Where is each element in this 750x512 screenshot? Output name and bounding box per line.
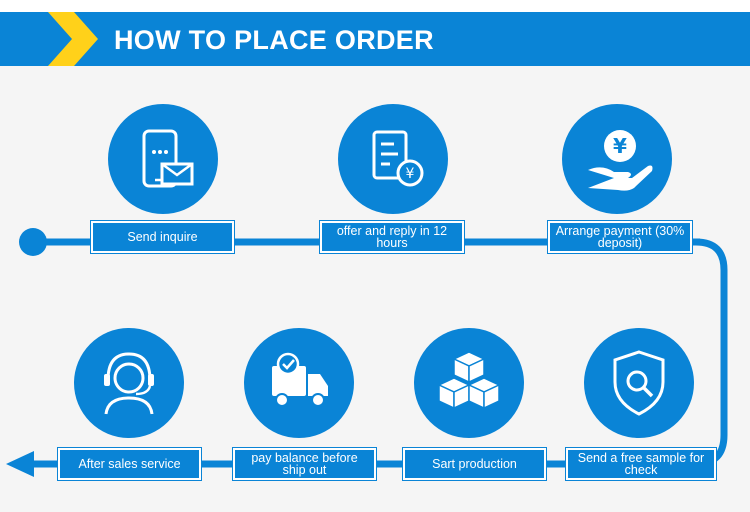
svg-text:¥: ¥ [613, 134, 627, 158]
hand-coin-icon: ¥ [588, 130, 653, 191]
step-payment-circle: ¥ [562, 104, 672, 214]
headset-icon [104, 352, 154, 415]
step-label-send-inquire: Send inquire [91, 221, 234, 253]
step-balance-circle [244, 328, 354, 438]
boxes-icon [437, 351, 501, 410]
header-banner [0, 12, 750, 66]
step-send-inquire-circle [108, 104, 218, 214]
step-production-circle [414, 328, 524, 438]
step-label-offer: offer and reply in 12 hours [320, 221, 464, 253]
shield-search-icon [613, 350, 665, 416]
step-label-after-sales: After sales service [58, 448, 201, 480]
phone-mail-icon [142, 129, 194, 188]
top-strip [0, 0, 750, 12]
step-label-sample: Send a free sample for check [566, 448, 716, 480]
step-after-sales-circle [74, 328, 184, 438]
step-label-payment: Arrange payment (30% deposit) [548, 221, 692, 253]
step-sample-circle [584, 328, 694, 438]
step-offer-circle: ¥ [338, 104, 448, 214]
truck-check-icon [272, 352, 328, 407]
document-yuan-icon: ¥ [372, 130, 424, 187]
page-title: HOW TO PLACE ORDER [114, 25, 434, 55]
step-label-balance: pay balance before ship out [233, 448, 376, 480]
step-label-production: Sart production [403, 448, 546, 480]
chevron-icon [48, 12, 98, 66]
svg-text:¥: ¥ [406, 166, 415, 182]
